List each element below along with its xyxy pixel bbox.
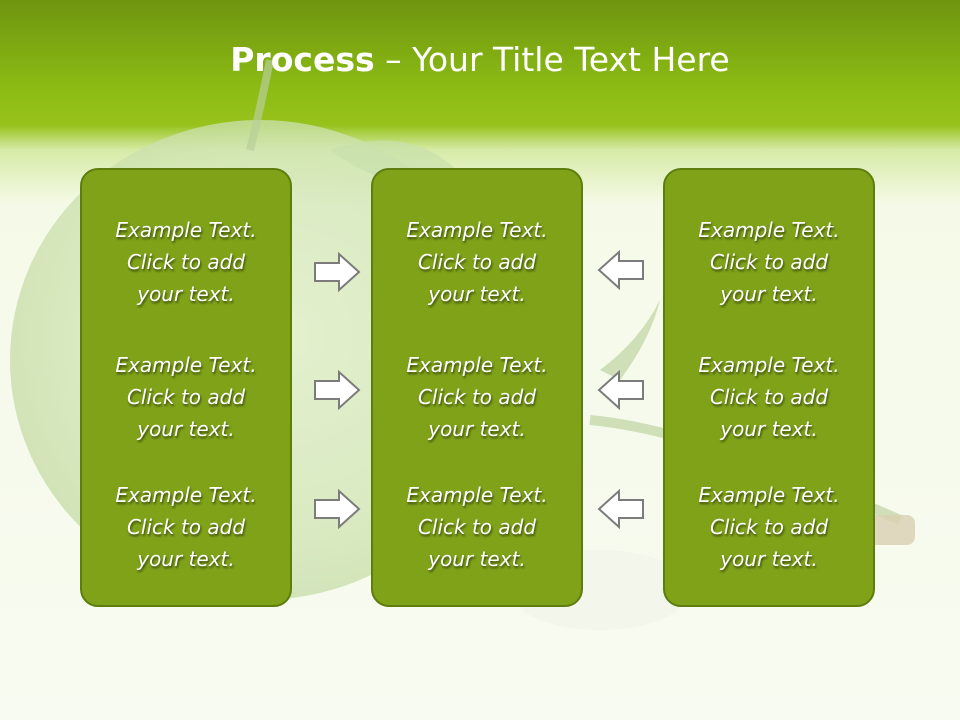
title-rest: – Your Title Text Here [374, 40, 730, 79]
text-placeholder[interactable]: Example Text. Click to add your text. [698, 353, 840, 441]
text-placeholder[interactable]: Example Text. Click to add your text. [115, 218, 257, 306]
text-placeholder[interactable]: Example Text. Click to add your text. [406, 483, 548, 571]
left-arrow-icon [597, 489, 644, 529]
text-placeholder[interactable]: Example Text. Click to add your text. [698, 218, 840, 306]
right-arrow-icon [314, 489, 361, 529]
text-placeholder[interactable]: Example Text. Click to add your text. [115, 483, 257, 571]
left-arrow-icon [597, 250, 644, 290]
process-box-left[interactable]: Example Text. Click to add your text. Ex… [80, 168, 292, 607]
right-arrow-icon [314, 370, 361, 410]
process-box-center[interactable]: Example Text. Click to add your text. Ex… [371, 168, 583, 607]
title-bar: Process – Your Title Text Here [0, 40, 960, 79]
text-placeholder[interactable]: Example Text. Click to add your text. [115, 353, 257, 441]
left-arrow-icon [597, 370, 644, 410]
right-arrow-icon [314, 252, 361, 292]
text-placeholder[interactable]: Example Text. Click to add your text. [406, 218, 548, 306]
process-box-right[interactable]: Example Text. Click to add your text. Ex… [663, 168, 875, 607]
title-strong: Process [230, 40, 375, 79]
text-placeholder[interactable]: Example Text. Click to add your text. [698, 483, 840, 571]
text-placeholder[interactable]: Example Text. Click to add your text. [406, 353, 548, 441]
slide-title[interactable]: Process – Your Title Text Here [230, 40, 729, 79]
